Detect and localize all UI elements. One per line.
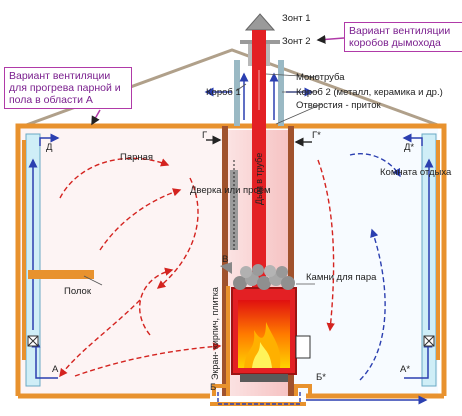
korob2-right: [266, 44, 270, 66]
label-korob-2: Короб 2 (металл, керамика и др.): [296, 87, 443, 98]
point-d: Д: [46, 142, 53, 153]
leader-otverstia: [275, 103, 323, 125]
left-duct-wall: [22, 140, 26, 360]
label-komnata-text: Комната отдыха: [380, 167, 452, 178]
point-b-star: Б*: [316, 372, 326, 383]
callout-right-pointer: [316, 34, 345, 44]
steam-flow-4: [99, 188, 182, 251]
leader-korob1: [235, 83, 247, 92]
label-komnata: Комната отдыха: [380, 167, 452, 178]
sauna-stones: [233, 264, 295, 290]
callout-left: Вариант вентиляции для прогрева парной и…: [4, 67, 132, 109]
right-damper-cross: [423, 335, 435, 347]
floor-channel-left: [212, 384, 230, 396]
label-zont-1: Зонт 1: [282, 13, 311, 24]
stove-door: [295, 335, 311, 359]
box-left-wall: [222, 126, 228, 396]
callout-left-pointer: [91, 109, 101, 126]
steam-flow-5: [74, 342, 222, 377]
duct-top-right-flow: [402, 133, 423, 146]
box-right-wall: [288, 126, 294, 396]
floor-channel-right: [294, 384, 312, 396]
label-parnaya: Парная: [120, 152, 153, 163]
bench: [28, 270, 94, 279]
leader-monotruba: [265, 73, 319, 78]
label-kamni: Камни для пара: [306, 272, 377, 283]
stove-grate: [240, 374, 288, 382]
label-zont-2: Зонт 2: [282, 36, 311, 47]
point-a: А: [52, 364, 59, 375]
korob2-left: [248, 44, 252, 66]
heat-screen: [226, 286, 230, 386]
label-ekran: Экран- кирпич, плитка: [210, 287, 220, 380]
floor-channel-flow: [217, 392, 301, 405]
steam-flow-3: [59, 299, 141, 378]
label-otverstia: Отверстия - приток: [296, 100, 382, 111]
label-monotruba: Монотруба: [296, 72, 345, 83]
point-g: Г: [202, 130, 207, 141]
rest-room-area: [288, 128, 438, 396]
label-dverka: Дверка или проём: [190, 185, 271, 196]
duct-bottom-left-flow: [31, 338, 58, 379]
steam-flow-6: [139, 267, 174, 336]
label-dym: Дым в трубе: [254, 153, 264, 205]
point-g-star: Г*: [312, 130, 321, 141]
fire-core: [252, 342, 272, 368]
point-d-star: Д*: [404, 142, 414, 153]
korob1-left: [234, 60, 240, 126]
label-polok: Полок: [64, 286, 92, 297]
duct-top-left-flow: [39, 133, 60, 146]
chimney-pipe: [252, 30, 266, 302]
vent-v-cap: [220, 262, 232, 274]
callout-right: Вариант вентиляции коробов дымохода: [344, 22, 462, 52]
label-korob-1: Короб 1: [206, 87, 241, 98]
zont-1-cap: [244, 13, 276, 31]
point-v: В: [222, 254, 228, 265]
outer-walls: [15, 123, 447, 396]
steam-room-area: [20, 128, 228, 396]
fire-flames: [244, 322, 281, 368]
left-damper-cross: [27, 335, 39, 347]
point-a-star: А*: [400, 364, 410, 375]
point-b: Б: [210, 382, 216, 393]
rest-flow-down: [317, 159, 335, 332]
right-duct-wall: [436, 140, 440, 360]
duct-bottom-right-flow: [404, 338, 433, 379]
korob1-right: [278, 60, 284, 126]
leader-polok: [83, 275, 103, 286]
